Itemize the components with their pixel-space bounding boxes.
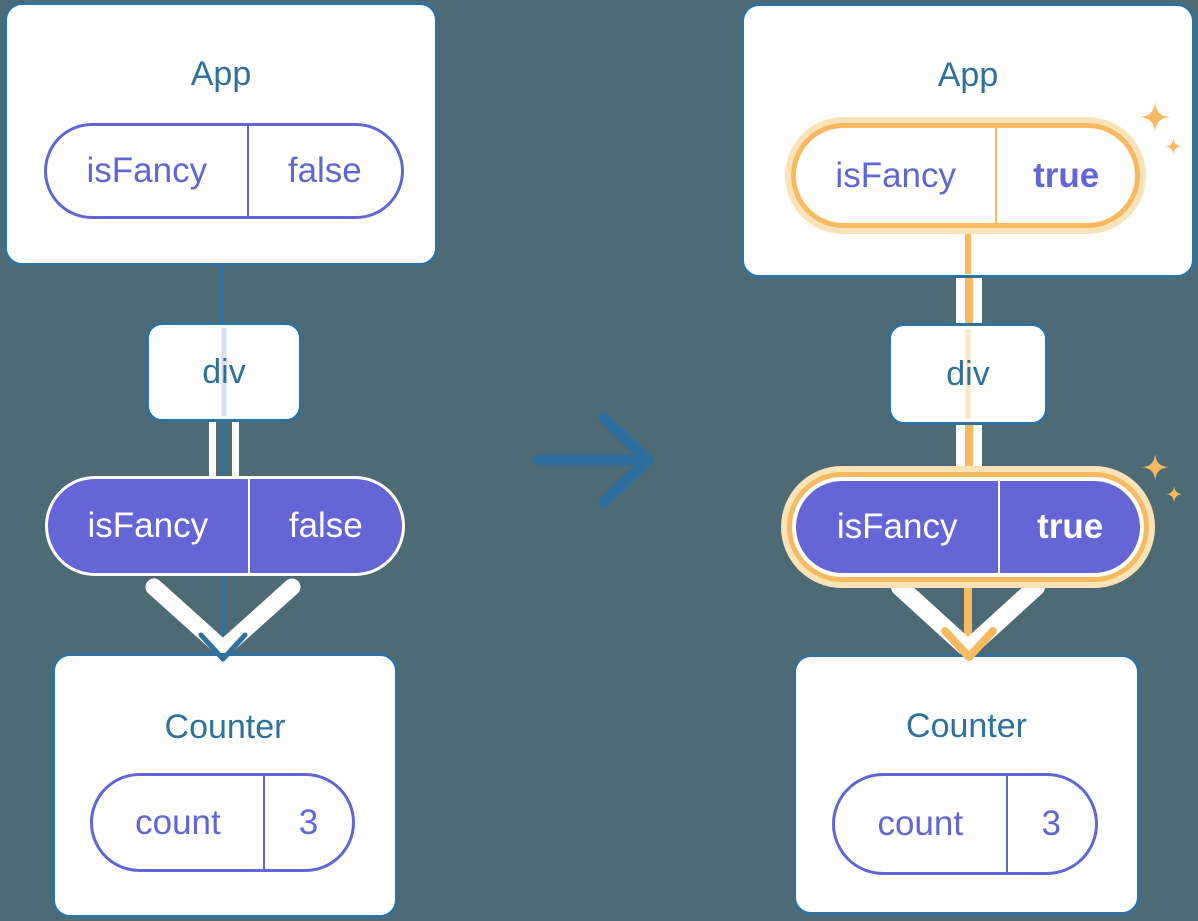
counter-card: Counter count 3 <box>793 654 1140 915</box>
pill-value: true <box>1033 155 1100 195</box>
div-label: div <box>946 354 990 393</box>
pill-value: false <box>288 506 363 545</box>
edge-white-left <box>209 420 216 478</box>
sparkles-icon <box>1140 102 1182 155</box>
div-label: div <box>202 352 246 391</box>
pill-value: true <box>1037 507 1104 546</box>
component-title: Counter <box>906 707 1027 745</box>
counter-card: Counter count 3 <box>52 653 398 918</box>
component-title: App <box>190 55 252 93</box>
edge-div-to-props <box>965 424 973 468</box>
right-arrow-icon <box>532 412 654 508</box>
sparkles-icon <box>1142 454 1183 503</box>
arrowhead-down-icon <box>198 632 248 662</box>
component-title: Counter <box>164 708 286 746</box>
app-card: App isFancy true <box>741 3 1195 278</box>
edge-div-to-props <box>221 420 225 478</box>
state-pill-highlighted: isFancy true <box>791 123 1140 228</box>
edge-app-to-div <box>965 277 973 324</box>
pill-key: isFancy <box>47 126 249 216</box>
pill-key: isFancy <box>796 481 1001 573</box>
state-pill: isFancy false <box>44 123 404 219</box>
pill-value: 3 <box>298 802 319 842</box>
pill-key: isFancy <box>796 128 998 223</box>
pill-key: count <box>93 776 265 869</box>
div-box: div <box>888 323 1048 425</box>
double-chevron-down-icon <box>145 578 301 658</box>
component-title: App <box>937 56 999 94</box>
pill-value: false <box>287 151 362 190</box>
state-pill: count 3 <box>832 773 1098 875</box>
edge-white-right <box>232 420 239 478</box>
edge-props-to-counter <box>221 574 225 650</box>
edge-through-div <box>965 329 971 419</box>
pill-key: count <box>835 776 1008 872</box>
props-pill-highlighted: isFancy true <box>792 477 1144 577</box>
pill-value: 3 <box>1041 804 1061 843</box>
div-box: div <box>146 322 302 422</box>
edge-props-to-counter <box>964 586 972 648</box>
app-card: App isFancy false <box>4 2 438 266</box>
edge-pill-to-card-bottom <box>965 226 971 274</box>
pill-key: isFancy <box>48 479 250 573</box>
state-pill: count 3 <box>90 773 355 872</box>
edge-through-div <box>221 328 227 416</box>
arrowhead-down-icon <box>941 627 997 661</box>
edge-app-to-div <box>220 263 224 324</box>
props-pill: isFancy false <box>45 476 405 576</box>
